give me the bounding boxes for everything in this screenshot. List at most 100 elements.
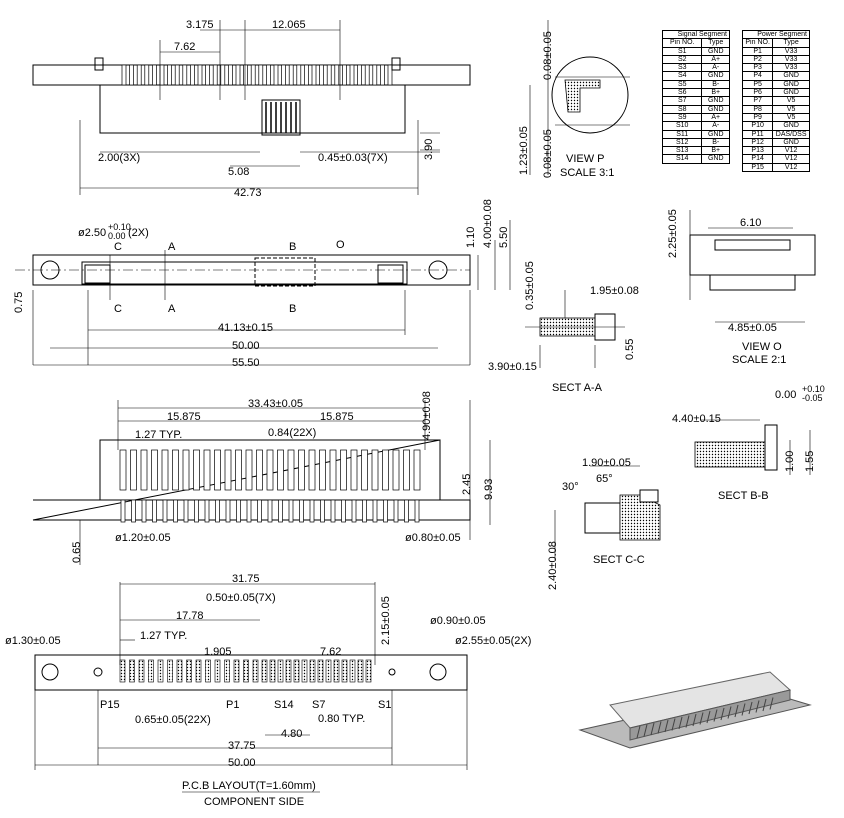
pin-type-cell: V33 bbox=[772, 46, 810, 56]
dim-label: 1.10 bbox=[465, 227, 477, 248]
power-pad bbox=[138, 659, 145, 683]
section-marker: C bbox=[114, 241, 122, 253]
iso-pin bbox=[664, 719, 669, 733]
pin-number-cell: P1 bbox=[741, 46, 774, 56]
contact-tail bbox=[183, 499, 189, 523]
dim-label: 1.23±0.05 bbox=[518, 126, 530, 175]
contact-tail bbox=[152, 499, 157, 523]
pin-number-cell: S4 bbox=[661, 71, 703, 81]
pin-number-cell: P3 bbox=[741, 63, 774, 73]
pin-number-cell: S3 bbox=[661, 63, 703, 73]
iso-pin bbox=[734, 704, 739, 718]
contact-slot bbox=[266, 449, 274, 491]
contact-slot bbox=[350, 449, 358, 491]
fin bbox=[182, 64, 188, 86]
view-title: VIEW O bbox=[742, 341, 782, 353]
iso-pin bbox=[720, 707, 725, 721]
pin-type-cell: V5 bbox=[772, 104, 810, 114]
section-c-c: 1.90±0.05 30° 65° 2.40±0.08 SECT C-C bbox=[547, 457, 661, 590]
fin bbox=[136, 64, 142, 86]
contact-tail bbox=[225, 499, 231, 523]
signal-pad bbox=[293, 659, 300, 683]
power-pad bbox=[195, 659, 202, 683]
power-pad bbox=[167, 659, 173, 683]
fin bbox=[304, 64, 309, 86]
pin-number-cell: P4 bbox=[741, 71, 774, 81]
dim-label: 1.27 TYP. bbox=[140, 630, 187, 642]
contact-slot bbox=[235, 449, 242, 491]
contact-slot bbox=[340, 449, 347, 491]
dim-label: 2.45 bbox=[461, 474, 473, 495]
pin-number-cell: S14 bbox=[661, 154, 703, 164]
iso-pin bbox=[650, 722, 655, 736]
pin-type-cell: DAS/DSS bbox=[772, 129, 810, 139]
dim-label: 37.75 bbox=[228, 740, 256, 752]
contact-tail bbox=[393, 499, 399, 523]
table-title: Signal Segment bbox=[662, 29, 730, 40]
column-header: Pin NO. bbox=[741, 38, 774, 48]
contact-tail bbox=[141, 499, 147, 523]
view-p: 0.08±0.05 1.23±0.05 0.08±0.05 VIEW P SCA… bbox=[518, 20, 630, 179]
fin bbox=[205, 64, 210, 86]
contact-slot bbox=[371, 449, 379, 491]
contact-slot bbox=[256, 449, 263, 491]
section-a-a: 0.35±0.05 1.95±0.08 0.55 3.90±0.15 SECT … bbox=[488, 261, 639, 394]
dim-label: ø2.50 bbox=[78, 227, 106, 239]
pin-label: P15 bbox=[100, 699, 120, 711]
iso-pin bbox=[685, 715, 690, 728]
pin-type-cell: GND bbox=[772, 121, 810, 131]
power-pad bbox=[157, 659, 164, 683]
fin bbox=[243, 64, 248, 86]
dim-label: 1.55 bbox=[804, 451, 816, 472]
dim-label: 7.62 bbox=[174, 41, 195, 53]
dim-label: 0.00 bbox=[775, 389, 796, 401]
pin-number-cell: P7 bbox=[741, 96, 774, 106]
iso-pin bbox=[692, 713, 697, 727]
pin-type-cell: A- bbox=[701, 63, 730, 73]
pin-number-cell: S10 bbox=[661, 121, 703, 131]
dim-label: 0.35±0.05 bbox=[524, 261, 536, 310]
power-pad bbox=[243, 659, 249, 683]
dim-label: (2X) bbox=[128, 227, 149, 239]
fin bbox=[235, 64, 241, 86]
pin-number-cell: P10 bbox=[741, 121, 774, 131]
dim-label: 9.93 bbox=[483, 479, 495, 500]
dim-label: 0.84(22X) bbox=[268, 427, 316, 439]
iso-pin bbox=[713, 709, 718, 722]
side-view-pins bbox=[119, 449, 421, 523]
iso-pin bbox=[741, 703, 746, 716]
contact-tail bbox=[194, 499, 199, 523]
dim-label: 0.00 bbox=[108, 231, 126, 241]
pin-type-cell: B+ bbox=[701, 88, 730, 98]
side-view: 33.43±0.05 15.875 15.875 1.27 TYP. 0.84(… bbox=[32, 391, 495, 565]
section-marker: B bbox=[289, 303, 296, 315]
dim-label: 4.85±0.05 bbox=[728, 322, 777, 334]
pin-number-cell: S7 bbox=[661, 96, 703, 106]
pin-number-cell: S11 bbox=[661, 129, 703, 139]
dim-label: 7.62 bbox=[320, 646, 341, 658]
pin-number-cell: P14 bbox=[741, 154, 774, 164]
fin bbox=[250, 64, 256, 86]
signal-pad bbox=[349, 659, 356, 683]
contact-tail bbox=[288, 499, 294, 523]
pin-type-cell: A- bbox=[701, 121, 730, 131]
dim-label: 4.00±0.08 bbox=[482, 199, 494, 248]
fin bbox=[326, 64, 332, 86]
dim-label: +0.10 bbox=[802, 384, 825, 394]
section-b-b: 0.00 +0.10 -0.05 4.40±0.15 1.00 1.55 SEC… bbox=[672, 384, 825, 502]
dim-label: 3.90±0.15 bbox=[488, 361, 537, 373]
contact-tail bbox=[299, 499, 304, 523]
dim-label: 65° bbox=[596, 473, 613, 485]
